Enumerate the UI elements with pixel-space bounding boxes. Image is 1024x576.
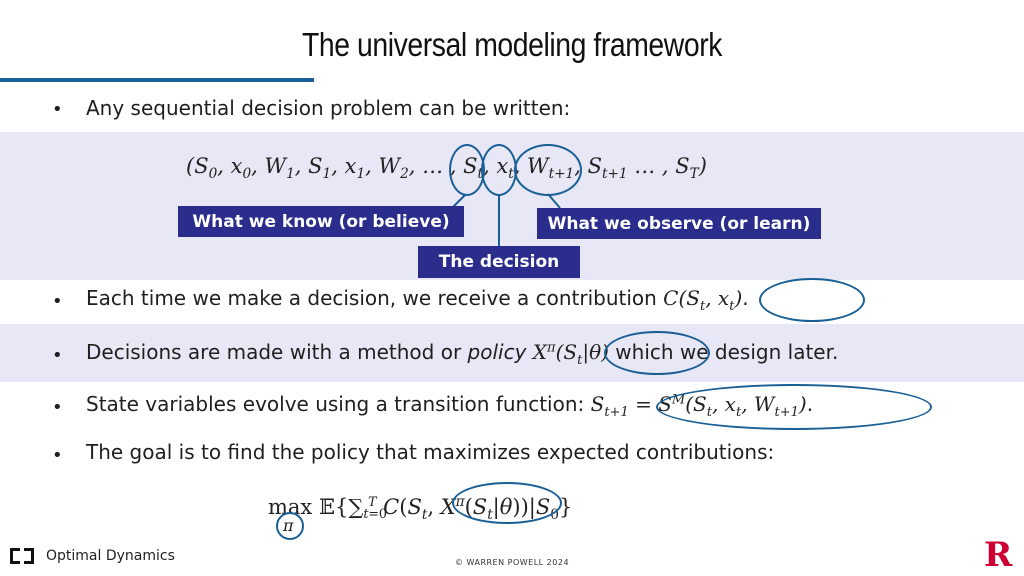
- policy-highlight-ellipse: [604, 331, 710, 375]
- footer-company: Optimal Dynamics: [10, 548, 175, 564]
- policy-band: [0, 324, 1024, 382]
- contribution-highlight-ellipse: [759, 278, 865, 322]
- the-decision-label: The decision: [418, 246, 580, 278]
- policy-in-objective-ellipse: [452, 482, 562, 524]
- bullet-marker: •: [52, 291, 63, 312]
- transition-highlight-ellipse: [656, 384, 932, 430]
- bullet-text: Any sequential decision problem can be w…: [86, 96, 571, 120]
- optimal-dynamics-logo-icon: [10, 548, 34, 564]
- slide-title: The universal modeling framework: [301, 26, 723, 63]
- bullet-text: The goal is to find the policy that maxi…: [86, 440, 775, 464]
- bullet-marker: •: [52, 99, 63, 120]
- bullet-marker: •: [52, 445, 63, 466]
- what-we-observe-label: What we observe (or learn): [537, 208, 821, 239]
- title-underline: [0, 78, 314, 82]
- copyright-notice: © WARREN POWELL 2024: [454, 558, 570, 567]
- bullet-marker: •: [52, 397, 63, 418]
- bullet-text: Each time we make a decision, we receive…: [86, 286, 749, 314]
- pi-highlight-ellipse: [276, 512, 304, 540]
- bullet-text: Decisions are made with a method or poli…: [86, 340, 839, 368]
- bullet-marker: •: [52, 345, 63, 366]
- what-we-know-label: What we know (or believe): [178, 206, 464, 237]
- company-name: Optimal Dynamics: [46, 548, 175, 564]
- rutgers-logo: R: [984, 535, 1013, 575]
